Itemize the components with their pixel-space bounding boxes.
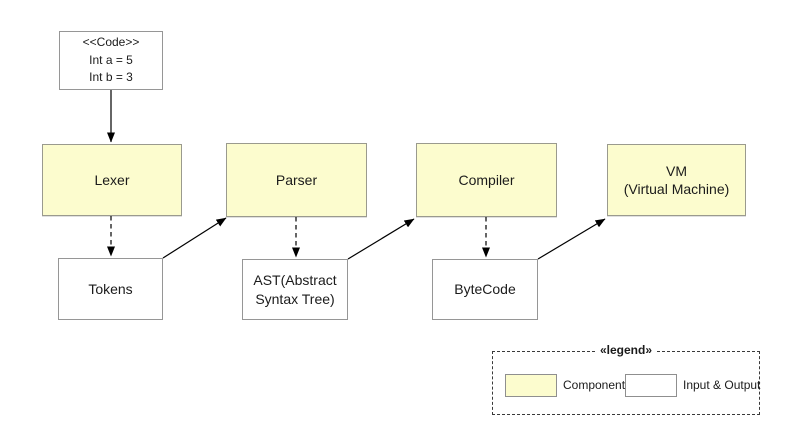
node-bytecode-label: ByteCode bbox=[454, 281, 516, 298]
code-line-2: Int a = 5 bbox=[89, 52, 133, 67]
node-tokens: Tokens bbox=[58, 258, 163, 320]
edge-bytecode-to-vm-arrow bbox=[537, 218, 606, 260]
legend-io-swatch bbox=[625, 374, 677, 397]
node-compiler: Compiler bbox=[416, 143, 557, 217]
node-lexer: Lexer bbox=[42, 144, 182, 216]
node-compiler-label: Compiler bbox=[458, 171, 515, 188]
node-lexer-label: Lexer bbox=[94, 171, 130, 188]
legend-component-label: Component bbox=[563, 378, 626, 392]
code-line-1: <<Code>> bbox=[82, 35, 140, 50]
edge-tokens-to-parser-arrow bbox=[162, 217, 227, 259]
edge-ast-to-compiler-arrow bbox=[347, 218, 415, 260]
node-bytecode: ByteCode bbox=[432, 259, 538, 320]
node-vm: VM (Virtual Machine) bbox=[607, 144, 746, 216]
node-vm-label-line-2: (Virtual Machine) bbox=[623, 181, 730, 197]
code-line-3: Int b = 3 bbox=[89, 70, 133, 85]
node-ast: AST(Abstract Syntax Tree) bbox=[242, 259, 348, 320]
legend-title: «legend» bbox=[596, 343, 656, 357]
legend-component-swatch bbox=[505, 374, 557, 397]
node-parser: Parser bbox=[226, 143, 367, 217]
node-ast-label: AST(Abstract Syntax Tree) bbox=[253, 272, 337, 307]
node-code: <<Code>> Int a = 5 Int b = 3 bbox=[59, 31, 163, 90]
legend-io-label: Input & Output bbox=[683, 378, 761, 392]
node-vm-label-line-1: VM bbox=[666, 162, 687, 179]
legend: «legend» Component Input & Output bbox=[492, 343, 761, 415]
node-parser-label: Parser bbox=[275, 171, 318, 188]
node-tokens-label: Tokens bbox=[88, 280, 133, 297]
